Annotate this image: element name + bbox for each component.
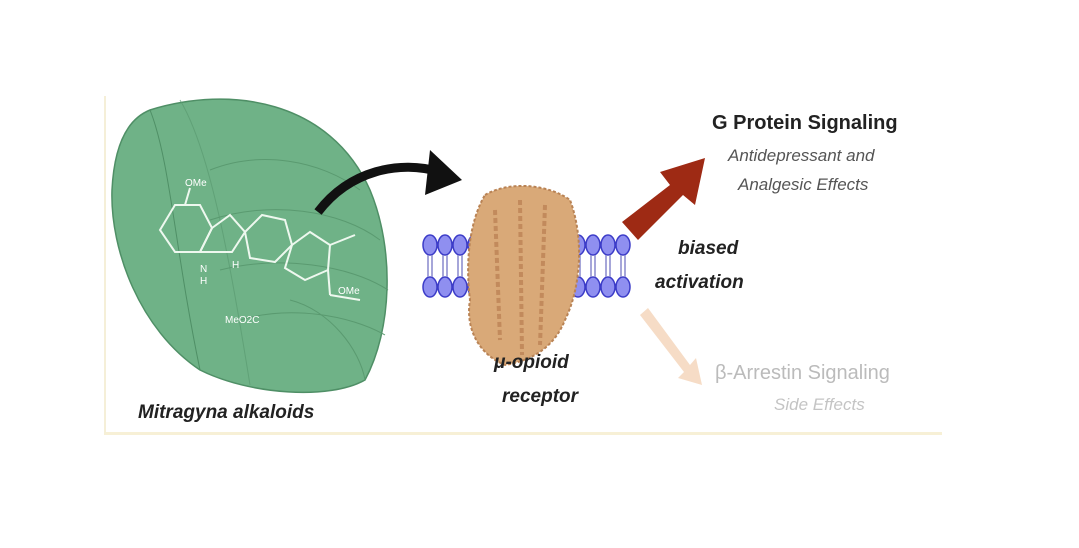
g-protein-effect-line2: Analgesic Effects [738,175,869,194]
lipid-head [437,234,453,256]
structure-label: H [232,260,239,271]
structure-label: OMe [338,286,360,297]
leaf-illustration [111,98,389,394]
lipid-head [600,234,616,256]
lipid-head [452,276,468,298]
black-curved-arrow [314,150,462,215]
structure-label: N [200,264,207,275]
g-protein-title: G Protein Signaling [712,112,898,134]
arrestin-title: β-Arrestin Signaling [715,362,890,384]
lipid-head [422,276,438,298]
lipid-head [585,234,601,256]
activation-label: activation [655,272,744,293]
leaf-label: Mitragyna alkaloids [138,402,315,423]
arrestin-effect: Side Effects [774,395,865,414]
lipid-head [615,276,631,298]
g-protein-arrow [622,158,705,240]
biased-label: biased [678,238,739,259]
structure-label: OMe [185,178,207,189]
lipid-head [422,234,438,256]
arrestin-arrow [640,308,702,385]
g-protein-effect-line1: Antidepressant and [728,146,875,165]
structure-label: H [200,276,207,287]
lipid-head [615,234,631,256]
figure-frame [104,96,942,435]
structure-label: MeO2C [225,315,259,326]
lipid-head [585,276,601,298]
lipid-head [452,234,468,256]
receptor-label-line2: receptor [502,386,579,407]
mu-opioid-receptor-protein [467,184,581,367]
receptor-label-line1: μ-opioid [494,352,569,373]
chemical-structure [158,187,361,301]
lipid-head [600,276,616,298]
lipid-head [437,276,453,298]
